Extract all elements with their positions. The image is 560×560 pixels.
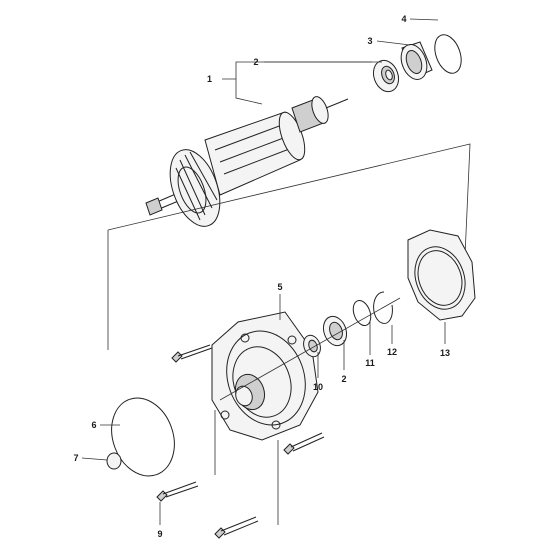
circlip-part <box>373 291 393 324</box>
washer-part <box>106 452 122 470</box>
callout-label: 3 <box>367 36 372 46</box>
callout-label: 13 <box>440 348 450 358</box>
callout-label: 11 <box>365 358 375 368</box>
group-frame-upper <box>107 143 471 350</box>
callout-label: 4 <box>401 14 406 24</box>
callout-label: 10 <box>313 382 323 392</box>
screw-lower-part <box>156 481 199 502</box>
cover-plate-part <box>407 229 476 321</box>
callout-label: 2 <box>341 374 346 384</box>
screw-upper-part <box>171 344 213 363</box>
bushing-part <box>400 41 433 80</box>
callout-label: 1 <box>207 74 212 84</box>
o-ring-large-part <box>111 397 175 477</box>
bearing-top-part <box>372 59 400 93</box>
assembly-axis <box>219 297 401 401</box>
callout-label: 5 <box>277 282 282 292</box>
screw-bottom-part <box>214 516 259 539</box>
callout-label: 6 <box>91 420 96 430</box>
leader-lines <box>81 18 446 525</box>
callout-label: 9 <box>157 529 162 539</box>
bearing-lower-part <box>322 315 348 347</box>
gear-housing-part <box>211 311 319 441</box>
o-ring-top-part <box>434 34 462 74</box>
callout-label: 2 <box>253 57 258 67</box>
screw-right-part <box>283 432 325 455</box>
assembly-drop-lines <box>214 410 279 525</box>
armature-part <box>145 96 349 227</box>
callout-label: 7 <box>73 453 78 463</box>
callout-label: 12 <box>387 347 397 357</box>
ring-part <box>352 299 372 327</box>
